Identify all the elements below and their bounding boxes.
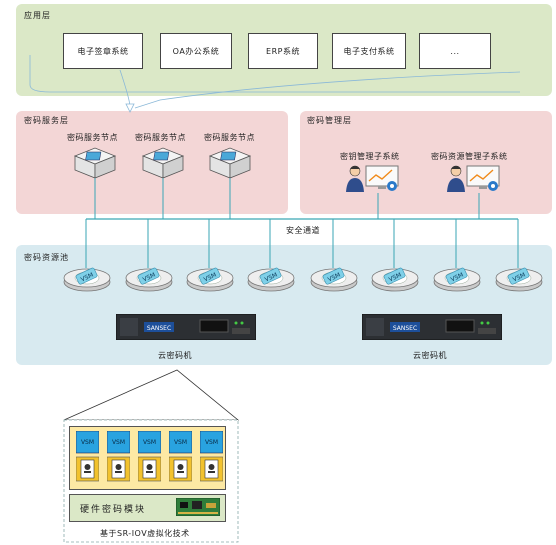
crypto-management-layer xyxy=(300,111,552,214)
cloud-crypto-machine-icon: SANSEC xyxy=(116,314,256,340)
vsm-label: VSM xyxy=(327,272,342,284)
cloud-crypto-machine-icon: SANSEC xyxy=(362,314,502,340)
vsm-disk-icon: VSM xyxy=(432,262,482,292)
secure-channel-label: 安全通道 xyxy=(284,225,322,236)
admin-monitor-icon xyxy=(447,165,500,192)
vsm-disk-icon: VSM xyxy=(62,262,112,292)
vsm-label: VSM xyxy=(512,272,527,284)
vsm-card-label: VSM xyxy=(112,439,125,446)
vsm-label: VSM xyxy=(80,272,95,284)
vsm-disk-icon: VSM xyxy=(185,262,235,292)
cloud-crypto-machine-label-2: 云密码机 xyxy=(413,351,447,360)
admin-monitor-icon xyxy=(346,165,399,192)
key-mgmt-subsystem-label: 密钥管理子系统 xyxy=(340,152,400,161)
vsm-label: VSM xyxy=(388,272,403,284)
crypto-resource-pool-layer xyxy=(16,245,552,365)
system-box-e-signature: 电子签章系统 xyxy=(63,33,143,69)
system-box-e-payment: 电子支付系统 xyxy=(332,33,406,69)
vsm-card: VSM xyxy=(75,430,100,487)
hardware-crypto-module-label: 硬件密码模块 xyxy=(80,505,147,515)
vsm-label: VSM xyxy=(264,272,279,284)
vsm-card: VSM xyxy=(199,430,224,487)
svg-text:SANSEC: SANSEC xyxy=(147,325,171,332)
circuit-board-icon xyxy=(176,498,220,516)
vsm-label: VSM xyxy=(142,272,157,284)
vsm-disk-icon: VSM xyxy=(246,262,296,292)
vsm-label: VSM xyxy=(203,272,218,284)
vsm-card-label: VSM xyxy=(174,439,187,446)
svg-text:SANSEC: SANSEC xyxy=(393,325,417,332)
service-node-label-2: 密码服务节点 xyxy=(135,133,186,142)
system-box-more: ... xyxy=(419,33,491,69)
vsm-label: VSM xyxy=(450,272,465,284)
application-layer-title: 应用层 xyxy=(24,11,51,20)
server-node-icon xyxy=(73,147,117,179)
system-box-oa: OA办公系统 xyxy=(160,33,232,69)
vsm-card-label: VSM xyxy=(81,439,94,446)
service-node-label-1: 密码服务节点 xyxy=(67,133,118,142)
vsm-card: VSM xyxy=(106,430,131,487)
vsm-disk-icon: VSM xyxy=(309,262,359,292)
system-box-erp: ERP系统 xyxy=(248,33,318,69)
sriov-caption: 基于SR-IOV虚拟化技术 xyxy=(100,529,190,538)
service-node-label-3: 密码服务节点 xyxy=(204,133,255,142)
resource-mgmt-subsystem-label: 密码资源管理子系统 xyxy=(431,152,508,161)
vsm-card: VSM xyxy=(137,430,162,487)
vsm-card-label: VSM xyxy=(143,439,156,446)
vsm-disk-icon: VSM xyxy=(494,262,544,292)
crypto-management-layer-title: 密码管理层 xyxy=(307,116,352,125)
cloud-crypto-machine-label-1: 云密码机 xyxy=(158,351,192,360)
server-node-icon xyxy=(208,147,252,179)
vsm-disk-icon: VSM xyxy=(370,262,420,292)
crypto-resource-pool-title: 密码资源池 xyxy=(24,253,69,262)
vsm-card-label: VSM xyxy=(205,439,218,446)
vsm-disk-icon: VSM xyxy=(124,262,174,292)
vsm-card: VSM xyxy=(168,430,193,487)
crypto-service-layer-title: 密码服务层 xyxy=(24,116,69,125)
